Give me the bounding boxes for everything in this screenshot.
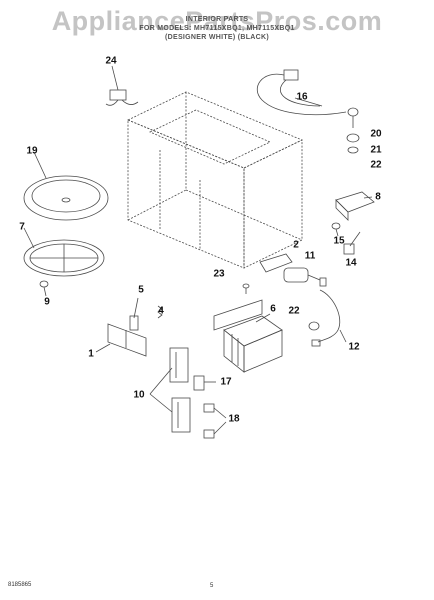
leader-10a — [149, 367, 173, 395]
callout-20: 20 — [370, 128, 382, 140]
part-17-switch — [193, 375, 205, 391]
cavity-frame — [127, 91, 303, 269]
callout-2: 2 — [293, 239, 299, 251]
part-2-bracket — [259, 253, 293, 273]
diagram-title: INTERIOR PARTS — [185, 16, 249, 23]
part-23-screw — [242, 283, 250, 294]
callout-19: 19 — [26, 145, 38, 157]
callout-1: 1 — [88, 348, 94, 360]
part-4-spring — [157, 305, 163, 319]
callout-22: 22 — [370, 159, 382, 171]
callout-8: 8 — [375, 191, 381, 203]
callout-10: 10 — [133, 389, 145, 401]
callout-14: 14 — [345, 257, 357, 269]
callout-17: 17 — [220, 376, 232, 388]
callout-9: 9 — [44, 296, 50, 308]
callout-11: 11 — [304, 250, 316, 262]
part-7-roller-ring — [23, 239, 105, 277]
footer-code: 8185865 — [8, 582, 32, 588]
leader-6 — [255, 313, 271, 323]
part-8-box — [335, 191, 375, 221]
diagram-models: FOR MODELS: MH7115XBQ1, MH7115XBQ1 — [139, 25, 295, 32]
part-14-rod — [343, 231, 361, 255]
part-22-12-wire — [308, 289, 341, 347]
part-19-turntable — [23, 175, 109, 221]
leader-18b — [213, 421, 227, 435]
part-15-bolt — [331, 222, 341, 237]
watermark: AppliancePartsPros.com — [51, 6, 383, 36]
callout-24: 24 — [105, 55, 117, 67]
callout-12: 12 — [348, 341, 360, 353]
leader-10b — [149, 393, 173, 413]
callout-6: 6 — [270, 303, 276, 315]
callout-21: 21 — [370, 144, 382, 156]
leader-9 — [43, 286, 47, 297]
callout-4: 4 — [158, 305, 164, 317]
part-20-22-hardware — [346, 107, 360, 154]
leader-16 — [294, 97, 323, 107]
callout-18: 18 — [228, 413, 240, 425]
part-1-bracket — [107, 323, 147, 357]
leader-19 — [33, 151, 47, 179]
leader-1 — [95, 343, 111, 353]
part-10-switches — [169, 347, 191, 433]
callout-23: 23 — [213, 268, 225, 280]
callout-22-lower: 22 — [288, 305, 300, 317]
part-5-fuse — [129, 297, 139, 331]
part-18-clips — [203, 403, 215, 439]
part-6-transformer — [213, 299, 283, 373]
leader-7 — [23, 227, 35, 249]
leader-18a — [213, 407, 227, 419]
callout-5: 5 — [138, 284, 144, 296]
footer-page-number: 5 — [210, 583, 214, 589]
callout-7: 7 — [19, 221, 25, 233]
diagram-colors: (DESIGNER WHITE) (BLACK) — [164, 34, 270, 41]
leader-8 — [363, 196, 373, 199]
callout-16: 16 — [296, 91, 308, 103]
leader-12 — [339, 329, 347, 343]
part-9-roller — [39, 280, 49, 288]
part-24-sensor — [105, 65, 139, 106]
callout-15: 15 — [333, 235, 345, 247]
part-16-power-cord — [256, 69, 347, 116]
part-11-capacitor — [283, 267, 327, 287]
